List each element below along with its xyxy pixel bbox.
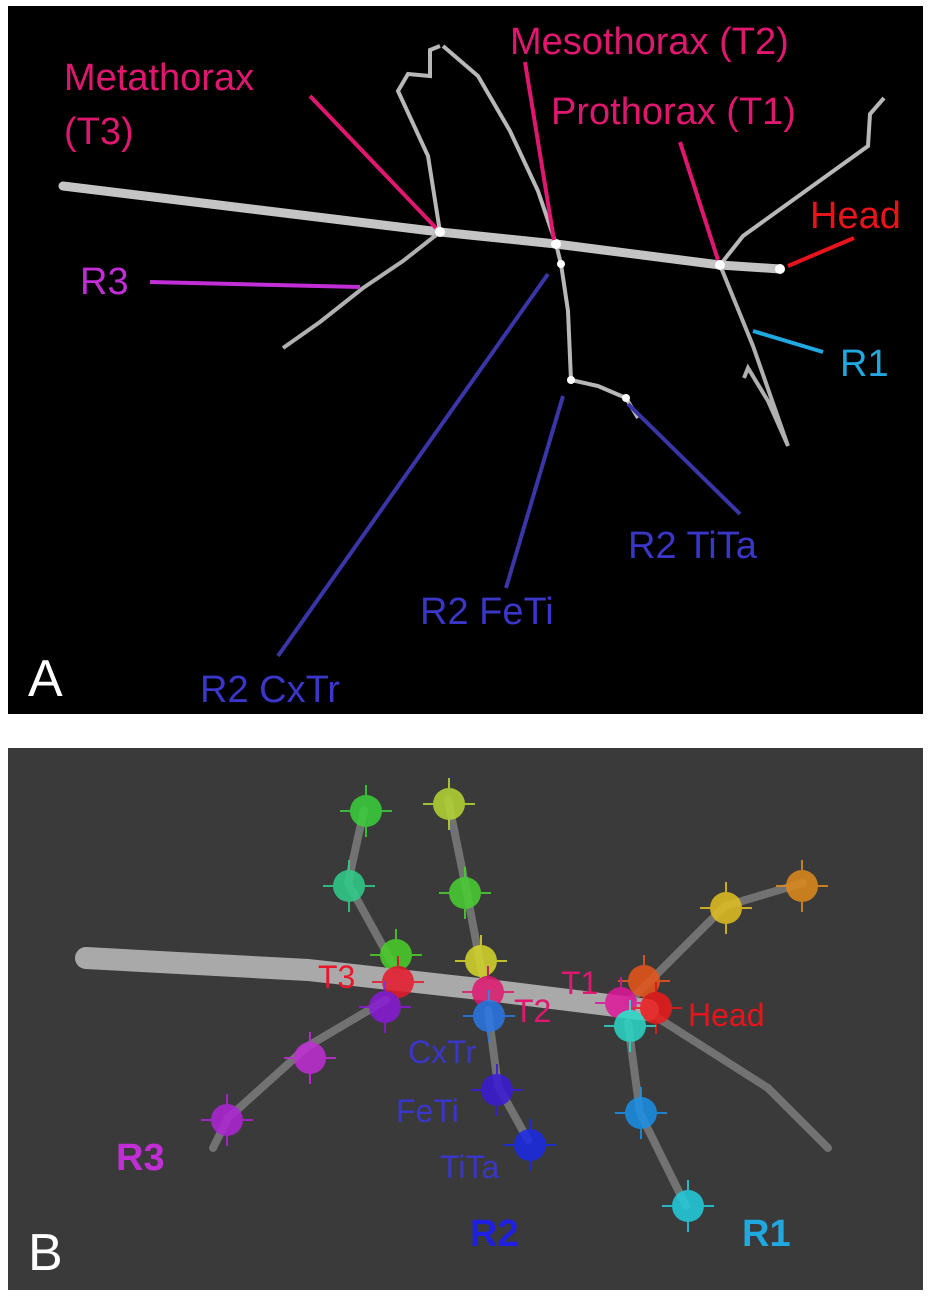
label-r1: R1 <box>840 343 889 385</box>
marker-orange-2 <box>618 955 670 1007</box>
leg-l2-upper <box>441 44 558 245</box>
leader-r2-tita <box>626 402 742 516</box>
joint-t1 <box>715 260 725 270</box>
marker-r1-2 <box>662 1180 714 1232</box>
marker-green-2 <box>439 867 491 919</box>
label-b-r2: R2 <box>470 1213 519 1255</box>
leg-r1 <box>718 264 790 447</box>
label-mesothorax: Mesothorax (T2) <box>510 21 789 63</box>
leader-r1 <box>752 329 824 354</box>
label-b-r3: R3 <box>116 1137 165 1179</box>
label-r2-feti: R2 FeTi <box>420 591 554 633</box>
leader-r3 <box>149 280 361 289</box>
label-b-t3: T3 <box>318 959 355 995</box>
leader-metathorax <box>308 94 438 230</box>
label-metathorax-t3: (T3) <box>64 111 134 153</box>
joint-t2 <box>551 239 561 249</box>
label-b-tita: TiTa <box>440 1149 499 1185</box>
marker-yellow-2 <box>700 882 752 934</box>
marker-r3-1 <box>284 1032 336 1084</box>
label-r2-cxtr: R2 CxTr <box>200 669 340 711</box>
label-r3: R3 <box>80 261 129 303</box>
label-b-cxtr: CxTr <box>408 1034 476 1070</box>
panel-letter-a: A <box>28 650 63 708</box>
leg-l1-upper <box>718 96 886 267</box>
label-prothorax: Prothorax (T1) <box>551 91 796 133</box>
markers <box>201 778 828 1232</box>
joint-r2-cxtr <box>557 260 565 268</box>
marker-orange-1 <box>776 860 828 912</box>
leg-shadow-7 <box>654 1014 832 1152</box>
panel-a: Metathorax (T3) Mesothorax (T2) Prothora… <box>8 6 923 714</box>
label-b-r1: R1 <box>742 1213 791 1255</box>
marker-tita <box>504 1119 556 1171</box>
label-b-feti: FeTi <box>396 1093 459 1129</box>
marker-teal-1 <box>323 860 375 912</box>
label-head: Head <box>810 195 901 237</box>
leader-prothorax <box>678 141 720 261</box>
marker-feti <box>471 1064 523 1116</box>
marker-green-1 <box>340 785 392 837</box>
label-b-t2: T2 <box>514 993 551 1029</box>
joint-head <box>775 264 785 274</box>
leader-r2-cxtr <box>276 272 550 658</box>
joint-r2-feti <box>567 376 575 384</box>
leader-head <box>787 236 855 268</box>
panel-letter-b: B <box>28 1224 63 1282</box>
panel-b-image: T3 T2 T1 Head CxTr FeTi TiTa R3 R2 R1 B <box>28 778 832 1282</box>
joint-r2-tita <box>622 394 630 402</box>
leg-r3 <box>281 230 442 350</box>
marker-green-3 <box>370 929 422 981</box>
label-b-head: Head <box>688 997 765 1033</box>
marker-yellowgreen-1 <box>423 778 475 830</box>
panel-a-skeleton: Metathorax (T3) Mesothorax (T2) Prothora… <box>28 21 901 711</box>
body-axis <box>58 181 785 274</box>
leader-mesothorax <box>523 61 556 241</box>
marker-cxtr <box>463 990 515 1042</box>
leg-l3-upper <box>395 44 442 233</box>
label-metathorax: Metathorax <box>64 57 254 99</box>
marker-r3-2 <box>201 1094 253 1146</box>
label-r2-tita: R2 TiTa <box>628 525 758 567</box>
panel-b: T3 T2 T1 Head CxTr FeTi TiTa R3 R2 R1 B <box>8 748 923 1290</box>
marker-cyan-1 <box>604 1000 656 1052</box>
joint-t3 <box>435 227 445 237</box>
marker-r1-1 <box>615 1087 667 1139</box>
leg-r2 <box>554 243 640 420</box>
marker-purple-1 <box>359 981 411 1033</box>
leader-r2-feti <box>504 395 565 589</box>
label-b-t1: T1 <box>561 965 598 1001</box>
